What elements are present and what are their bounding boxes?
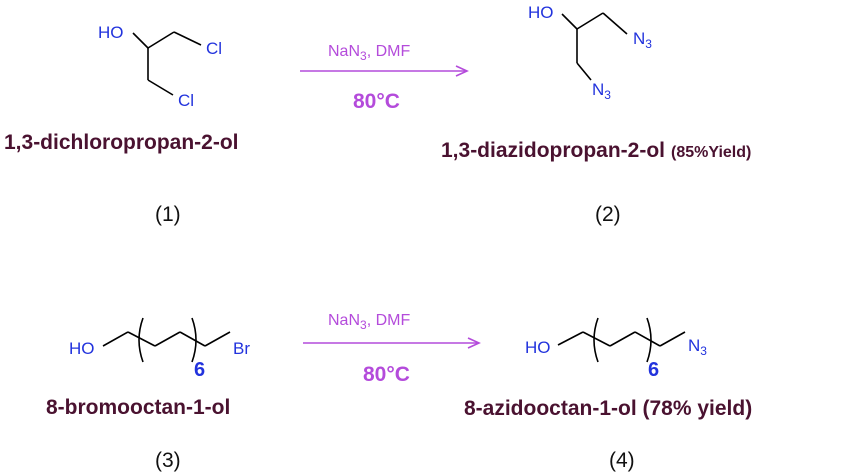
product-4-number: (4) bbox=[609, 449, 635, 472]
bond bbox=[576, 12, 604, 30]
arrowhead-icon bbox=[455, 65, 469, 77]
bond bbox=[602, 12, 628, 35]
product-2-structure: HO N3 N3 bbox=[528, 3, 652, 102]
product-2-number: (2) bbox=[595, 203, 621, 226]
bond bbox=[173, 31, 202, 46]
bond bbox=[179, 331, 206, 347]
repeat-count: 6 bbox=[194, 359, 205, 381]
chloro-top-label: Cl bbox=[206, 39, 222, 58]
reaction-2-conditions: NaN3, DMF 80°C bbox=[303, 312, 481, 386]
product-2-yield: (85%Yield) bbox=[671, 144, 751, 161]
hydroxyl-label: HO bbox=[525, 338, 551, 357]
bond bbox=[582, 331, 611, 347]
product-2-name: 1,3-diazidopropan-2-ol bbox=[441, 139, 665, 162]
reactant-1-structure: HO Cl Cl bbox=[98, 23, 222, 110]
azide-label: N3 bbox=[688, 336, 707, 358]
bond bbox=[204, 331, 231, 347]
hydroxyl-label: HO bbox=[528, 3, 554, 22]
product-2-caption: 1,3-diazidopropan-2-ol (85%Yield) bbox=[441, 139, 751, 162]
reaction-1-conditions: NaN3, DMF 80°C bbox=[300, 43, 469, 113]
arrowhead-icon bbox=[467, 337, 481, 349]
repeat-bracket-right bbox=[646, 317, 652, 363]
bond bbox=[102, 331, 129, 347]
repeat-bracket-right bbox=[191, 317, 197, 363]
hydroxyl-label: HO bbox=[69, 339, 95, 358]
bond bbox=[154, 331, 181, 347]
repeat-count: 6 bbox=[648, 359, 659, 381]
temperature-label: 80°C bbox=[363, 363, 410, 386]
hydroxyl-label: HO bbox=[98, 23, 124, 42]
bond bbox=[147, 79, 174, 96]
reagent-label: NaN3, DMF bbox=[328, 43, 410, 63]
repeat-bracket-left bbox=[593, 317, 599, 363]
reactant-3-name: 8-bromooctan-1-ol bbox=[46, 396, 230, 419]
bond bbox=[576, 62, 592, 81]
bond bbox=[659, 331, 686, 347]
bond bbox=[557, 331, 584, 346]
bond bbox=[561, 13, 578, 30]
temperature-label: 80°C bbox=[353, 90, 400, 113]
chloro-bottom-label: Cl bbox=[178, 91, 194, 110]
product-4-name: 8-azidooctan-1-ol (78% yield) bbox=[464, 397, 752, 420]
reactant-1-number: (1) bbox=[155, 203, 181, 226]
bond bbox=[147, 31, 175, 49]
reactant-1-name: 1,3-dichloropropan-2-ol bbox=[4, 131, 239, 154]
bromo-label: Br bbox=[233, 339, 250, 358]
reactant-3-number: (3) bbox=[155, 449, 181, 472]
reactant-3-structure: HO Br 6 bbox=[69, 317, 250, 381]
bond bbox=[634, 331, 661, 347]
bond bbox=[127, 331, 156, 347]
bond bbox=[609, 331, 636, 347]
azide-bottom-label: N3 bbox=[592, 80, 611, 102]
reagent-label: NaN3, DMF bbox=[328, 312, 410, 332]
repeat-bracket-left bbox=[138, 317, 144, 363]
azide-top-label: N3 bbox=[633, 29, 652, 51]
bond bbox=[132, 32, 149, 49]
product-4-structure: HO N3 6 bbox=[525, 317, 707, 381]
